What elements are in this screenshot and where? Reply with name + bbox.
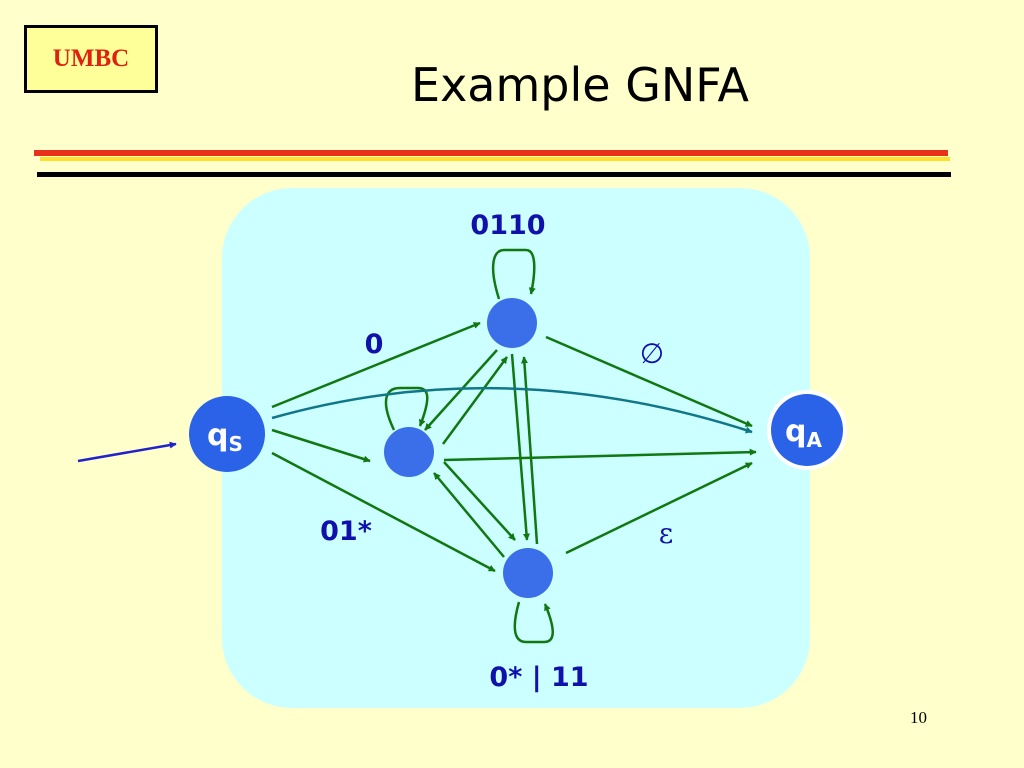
edge-start-to-accept bbox=[271, 386, 753, 434]
header-rule-red bbox=[34, 150, 948, 156]
header-rule-black bbox=[37, 172, 951, 177]
edge-top-to-bottom bbox=[510, 353, 530, 541]
middle-state bbox=[384, 427, 434, 477]
umbc-logo: UMBC bbox=[24, 25, 158, 93]
edge-start-to-bottom bbox=[271, 451, 496, 573]
edge-bottom-to-accept bbox=[565, 461, 753, 555]
start-state-label: qS bbox=[207, 418, 243, 456]
accept-state-label: qA bbox=[785, 414, 822, 452]
header-rule-yellow bbox=[40, 157, 950, 161]
edge-start-to-top bbox=[271, 321, 481, 409]
bottom-state bbox=[503, 548, 553, 598]
label-bottom-to-accept: ε bbox=[659, 517, 674, 550]
label-top-loop: 0110 bbox=[470, 210, 545, 241]
edge-bottom-to-middle bbox=[433, 472, 505, 558]
accept-state bbox=[771, 394, 843, 466]
label-start-to-top: 0 bbox=[365, 329, 384, 360]
label-start-to-bottom: 01* bbox=[320, 516, 372, 547]
edge-top-to-accept bbox=[545, 335, 753, 428]
edge-middle-to-top bbox=[441, 356, 509, 445]
umbc-logo-text: UMBC bbox=[52, 45, 130, 72]
loop-middle-state bbox=[384, 386, 429, 431]
entry-arrow bbox=[77, 441, 177, 463]
start-state bbox=[189, 396, 265, 472]
slide-number: 10 bbox=[910, 708, 927, 727]
edge-top-to-middle bbox=[424, 349, 498, 431]
label-top-to-accept: ∅ bbox=[640, 337, 664, 370]
top-state bbox=[487, 298, 537, 348]
edge-start-to-middle bbox=[271, 428, 371, 463]
edge-middle-to-accept bbox=[443, 448, 757, 462]
slide-title: Example GNFA bbox=[411, 58, 749, 112]
edge-middle-to-bottom bbox=[443, 461, 516, 541]
loop-bottom-state bbox=[513, 601, 554, 644]
label-bottom-loop: 0* | 11 bbox=[489, 662, 588, 693]
loop-top-state bbox=[491, 248, 536, 300]
